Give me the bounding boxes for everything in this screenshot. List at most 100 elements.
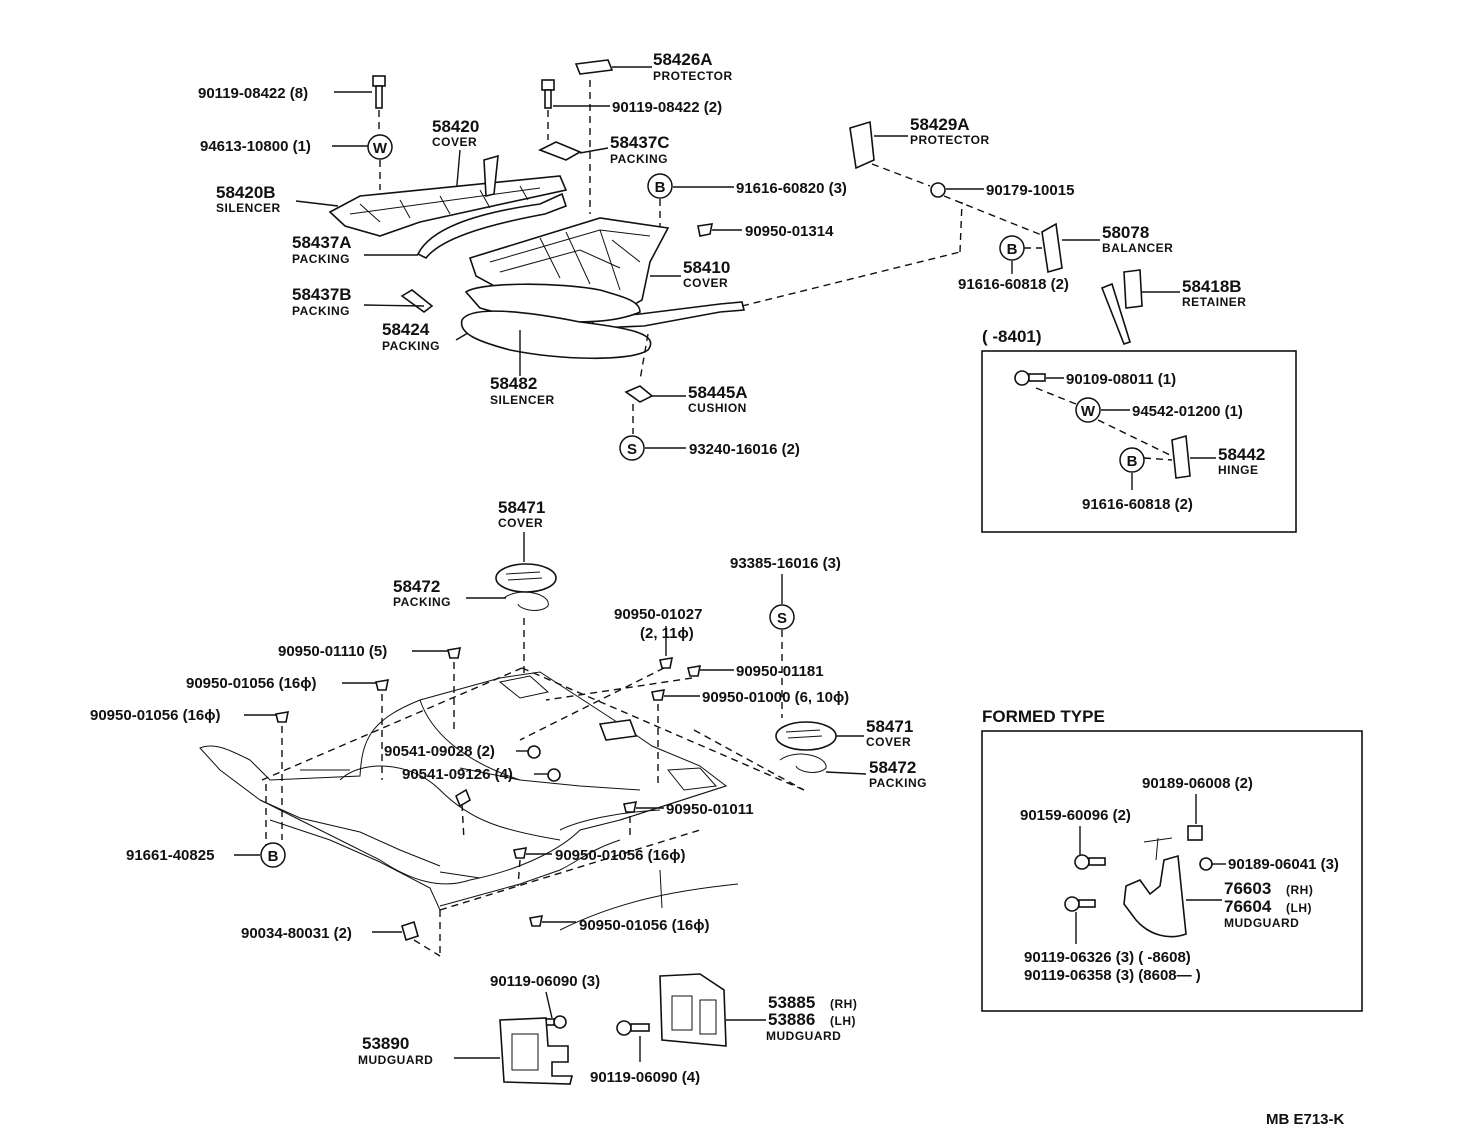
screw-s-icon — [619, 435, 645, 461]
silencer-58420b-part — [328, 154, 568, 237]
clip-icon — [455, 788, 471, 808]
packing-58437a-part — [416, 192, 568, 260]
bolt-b-symbol: B — [1127, 453, 1138, 470]
floor-pan-part — [199, 671, 739, 931]
label-bolt-08422-8: 90119-08422 (8) — [198, 85, 308, 102]
label-plug-01314: 90950-01314 — [745, 223, 834, 240]
nut-icon — [1187, 825, 1203, 841]
label-58471-num: 58471 — [498, 498, 545, 517]
label-nut-10015: 90179-10015 — [986, 182, 1074, 199]
clip-icon — [401, 920, 419, 942]
bolt-b-symbol: B — [268, 848, 279, 865]
balancer-58078-part — [1041, 222, 1063, 274]
label-53885-name: MUDGUARD — [766, 1029, 841, 1043]
label-53885-num: 53885 — [768, 993, 815, 1012]
label-58420b-num: 58420B — [216, 183, 276, 202]
label-58471-name: COVER — [498, 516, 543, 530]
label-58437c-num: 58437C — [610, 133, 670, 152]
label-58424-name: PACKING — [382, 339, 440, 353]
label-53890-name: MUDGUARD — [358, 1053, 433, 1067]
bolt-b-icon — [647, 173, 673, 199]
protector-58426a-part — [574, 59, 614, 75]
packing-58437b-part — [400, 289, 434, 313]
label-58437a-name: PACKING — [292, 252, 350, 266]
label-58442-num: 58442 — [1218, 445, 1265, 464]
hinge-arm-part — [1100, 282, 1131, 345]
label-58471-right-num: 58471 — [866, 717, 913, 736]
label-58437b-name: PACKING — [292, 304, 350, 318]
label-hinge-washer: 94542-01200 (1) — [1132, 403, 1243, 420]
clip-icon — [527, 745, 541, 759]
plug-icon — [275, 711, 290, 723]
bolt-b-symbol: B — [1007, 241, 1018, 258]
label-plug-01056-d: 90950-01056 (16ϕ) — [579, 917, 710, 934]
screw-s-icon — [769, 604, 795, 630]
plug-icon — [697, 223, 714, 237]
cushion-58445a-part — [624, 385, 654, 403]
label-58426a-num: 58426A — [653, 50, 713, 69]
bolt-icon — [1014, 370, 1046, 386]
mudguard-53885-part — [659, 973, 727, 1047]
label-plug-01011: 90950-01011 — [666, 801, 754, 818]
label-58078-name: BALANCER — [1102, 241, 1173, 255]
mudguard-53890-part — [499, 1017, 574, 1085]
label-58424-num: 58424 — [382, 320, 430, 339]
label-plug-01056-c: 90950-01056 (16ϕ) — [555, 847, 686, 864]
label-58442-name: HINGE — [1218, 463, 1259, 477]
label-screw-16016-3: 93385-16016 (3) — [730, 555, 841, 572]
cover-58471-part — [495, 563, 557, 593]
label-nut-06008: 90189-06008 (2) — [1142, 775, 1253, 792]
label-plug-01056-a: 90950-01056 (16ϕ) — [186, 675, 317, 692]
packing-58472-part — [503, 591, 549, 611]
label-58472-name: PACKING — [393, 595, 451, 609]
bolt-b-icon — [260, 842, 286, 868]
plug-icon — [659, 657, 674, 669]
label-58418b-name: RETAINER — [1182, 295, 1246, 309]
label-plug-01110: 90950-01110 (5) — [278, 643, 387, 660]
bolt-icon — [372, 75, 386, 109]
label-58420b-name: SILENCER — [216, 201, 281, 215]
label-58420-name: COVER — [432, 135, 477, 149]
plug-icon — [447, 647, 462, 659]
label-58437c-name: PACKING — [610, 152, 668, 166]
washer-symbol: W — [373, 140, 388, 157]
label-58472-num: 58472 — [393, 577, 440, 596]
label-58418b-num: 58418B — [1182, 277, 1242, 296]
plug-icon — [529, 915, 544, 927]
bolt-b-icon — [1119, 447, 1145, 473]
screw-s-symbol: S — [777, 610, 787, 627]
label-58420-num: 58420 — [432, 117, 479, 136]
plug-icon — [513, 847, 528, 859]
bolt-icon — [541, 79, 555, 109]
label-53885-rh: (RH) — [830, 997, 857, 1011]
label-clip-09126: 90541-09126 (4) — [402, 766, 513, 783]
formed-type-box — [981, 730, 1363, 1012]
plug-icon — [623, 801, 638, 813]
label-plug-01027: 90950-01027 — [614, 606, 702, 623]
plug-icon — [687, 665, 702, 677]
label-screw-06090-3: 90119-06090 (3) — [490, 973, 600, 990]
label-bolt-60818-top: 91616-60818 (2) — [958, 276, 1069, 293]
label-screw-60096: 90159-60096 (2) — [1020, 807, 1131, 824]
nut-icon — [1199, 857, 1213, 871]
screw-s-symbol: S — [627, 441, 637, 458]
plug-icon — [651, 689, 666, 701]
label-76603-rh: (RH) — [1286, 883, 1313, 897]
label-58472-right-num: 58472 — [869, 758, 916, 777]
protector-58429a-part — [849, 120, 875, 170]
label-58429a-name: PROTECTOR — [910, 133, 990, 147]
washer-w-icon — [367, 134, 393, 160]
label-screw-06358: 90119-06358 (3) (8608— ) — [1024, 967, 1201, 984]
label-screw-16016-2: 93240-16016 (2) — [689, 441, 800, 458]
label-53886-num: 53886 — [768, 1010, 815, 1029]
label-58482-num: 58482 — [490, 374, 537, 393]
label-76603-name: MUDGUARD — [1224, 916, 1299, 930]
packing-58437c-part — [538, 141, 582, 161]
label-76603-num: 76603 — [1224, 879, 1271, 898]
label-plug-01027-note: (2, 11ϕ) — [640, 625, 694, 642]
label-58482-name: SILENCER — [490, 393, 555, 407]
mudguard-76603-part — [1123, 837, 1187, 938]
hinge-58442-part — [1171, 434, 1191, 479]
